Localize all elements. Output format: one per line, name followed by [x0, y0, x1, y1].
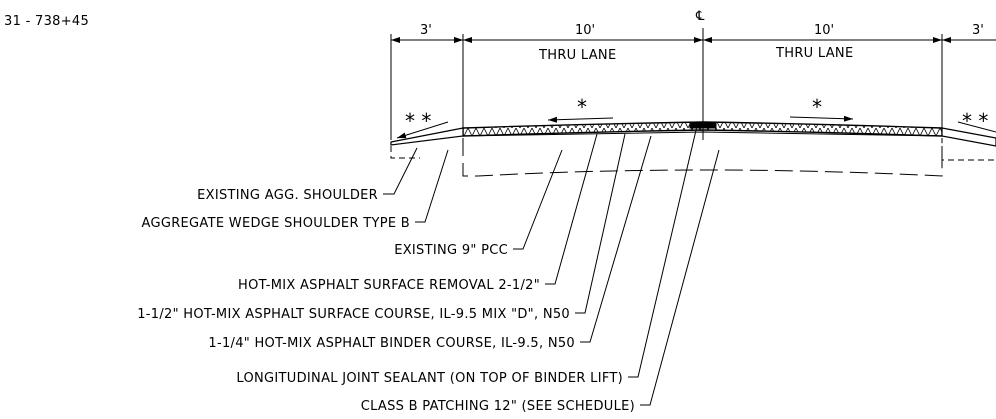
callout-existing-pcc: EXISTING 9" PCC	[394, 243, 508, 258]
slope-arrow-right-shoulder	[957, 121, 996, 133]
dimension-right-lane: 10'	[814, 23, 834, 38]
callout-longitudinal-joint-sealant: LONGITUDINAL JOINT SEALANT (ON TOP OF BI…	[236, 371, 623, 386]
slope-arrow-right-lane	[789, 115, 854, 122]
callout-aggregate-wedge-shoulder: AGGREGATE WEDGE SHOULDER TYPE B	[142, 216, 411, 231]
leader-lines	[383, 125, 720, 406]
slope-arrow-left-shoulder	[396, 121, 449, 139]
station-label: 31 - 738+45	[4, 14, 89, 29]
pavement-base-line	[462, 131, 943, 137]
joint-sealant	[689, 122, 717, 129]
centerline-symbol: ℄	[695, 9, 705, 24]
existing-shoulder-outline	[390, 146, 420, 159]
mark-right-lane: *	[812, 95, 822, 119]
callout-hma-binder-course: 1-1/4" HOT-MIX ASPHALT BINDER COURSE, IL…	[208, 336, 575, 351]
callout-hma-surface-course: 1-1/2" HOT-MIX ASPHALT SURFACE COURSE, I…	[137, 307, 570, 322]
left-shoulder-wedge	[390, 127, 464, 146]
callout-existing-agg-shoulder: EXISTING AGG. SHOULDER	[197, 188, 378, 203]
callout-class-b-patching: CLASS B PATCHING 12" (SEE SCHEDULE)	[361, 399, 635, 414]
slope-arrow-left-lane	[547, 116, 614, 123]
right-shoulder-wedge	[941, 127, 996, 147]
dimension-right-shoulder: 3'	[972, 23, 984, 38]
lane-label-left: THRU LANE	[538, 48, 616, 63]
callout-hma-surface-removal: HOT-MIX ASPHALT SURFACE REMOVAL 2-1/2"	[238, 278, 540, 293]
lane-label-right: THRU LANE	[775, 46, 853, 61]
right-shoulder-outline	[941, 146, 996, 161]
mark-left-shoulder: * *	[405, 109, 431, 133]
existing-pcc-outline	[462, 138, 943, 177]
dimension-left-shoulder: 3'	[420, 23, 432, 38]
dimension-left-lane: 10'	[575, 23, 595, 38]
dimension-lines	[391, 37, 996, 43]
mark-left-lane: *	[577, 95, 587, 119]
